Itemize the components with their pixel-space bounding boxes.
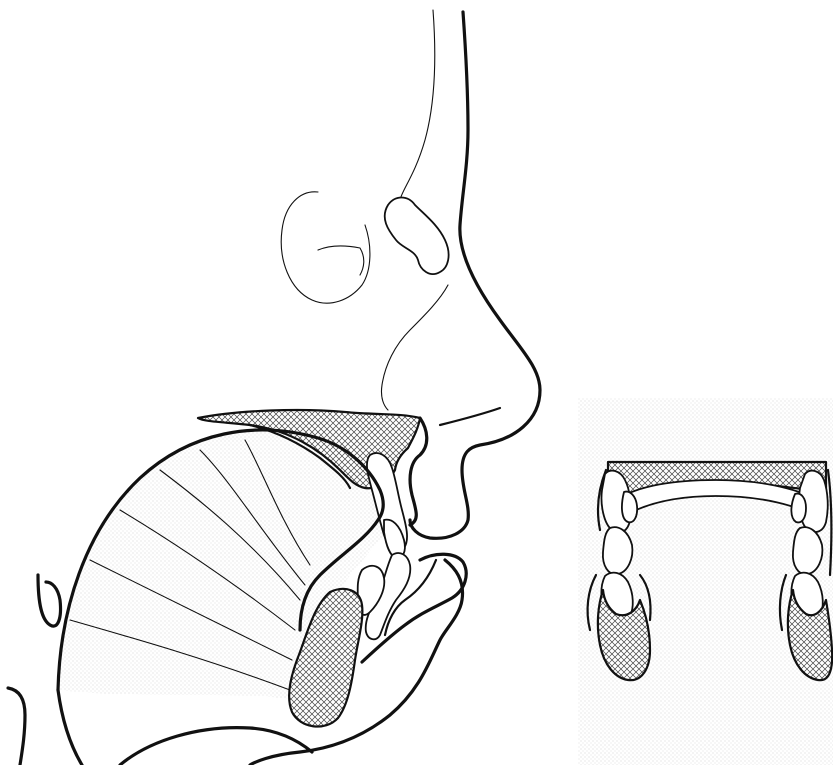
nasolabial-line [381, 285, 448, 410]
nostril [440, 408, 500, 425]
submental-line [120, 728, 312, 765]
right-upper-molar-crown [793, 527, 822, 574]
frontal-arch-view [578, 398, 833, 765]
sagittal-profile-view [8, 10, 540, 765]
pharynx-outline [38, 575, 61, 626]
cheek-inner-line [318, 246, 364, 275]
nasal-bone-line [400, 10, 435, 200]
floor-of-mouth-line [58, 690, 82, 765]
hyoid-curve [8, 688, 25, 765]
alar-cartilage [385, 198, 449, 275]
facial-profile-outline [410, 12, 540, 538]
right-upper-premolar [791, 494, 806, 523]
left-upper-molar-crown [603, 527, 632, 574]
